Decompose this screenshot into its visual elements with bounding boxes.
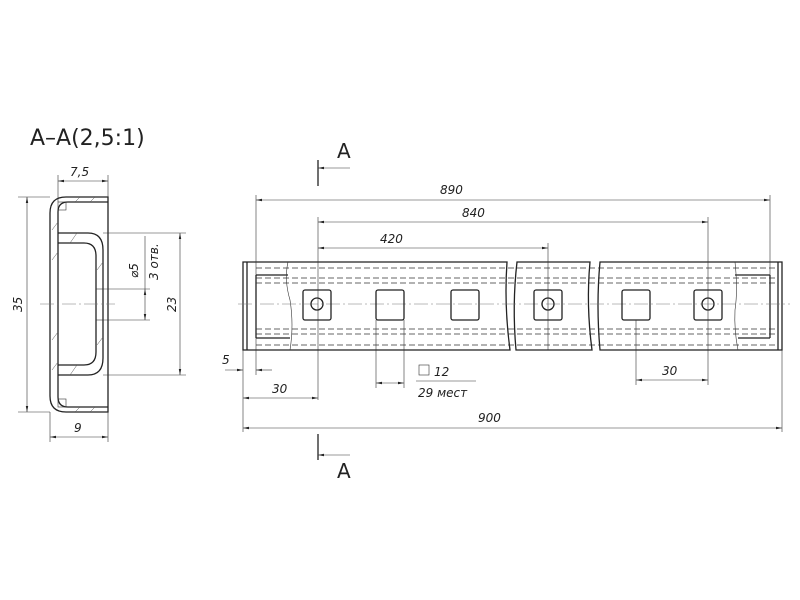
profile-main-view [238,261,790,351]
main-dimensions: 890 840 420 900 5 30 12 29 мест 30 [222,183,783,432]
square-cutout [450,289,480,321]
dim-900: 900 [478,411,501,425]
square-cutout [375,289,405,321]
section-title: A–A(2,5:1) [30,126,145,151]
svg-text:A: A [337,459,351,483]
dim-420: 420 [380,232,403,246]
section-marker-top: A [317,139,351,186]
square-cutout [302,289,332,321]
dim-890: 890 [440,183,463,197]
section-view: 35 7,5 9 23 ⌀5 3 отв. [11,165,186,442]
dim-23: 23 [165,297,179,312]
dim-9: 9 [74,421,82,435]
dim-square-size: 12 [434,365,449,379]
dim-35: 35 [11,297,25,312]
dim-30-left: 30 [272,382,288,396]
dim-7-5: 7,5 [70,165,89,179]
svg-text:A: A [337,139,351,163]
square-cutout [621,289,651,321]
dim-hole-diameter: ⌀5 [127,263,141,278]
dim-840: 840 [462,206,485,220]
dim-square-count: 29 мест [418,386,468,400]
section-marker-bottom: A [317,434,351,483]
dim-5: 5 [222,353,230,367]
mounting-hole [310,297,324,311]
dim-30-right: 30 [662,364,678,378]
dim-hole-count: 3 отв. [147,243,161,280]
